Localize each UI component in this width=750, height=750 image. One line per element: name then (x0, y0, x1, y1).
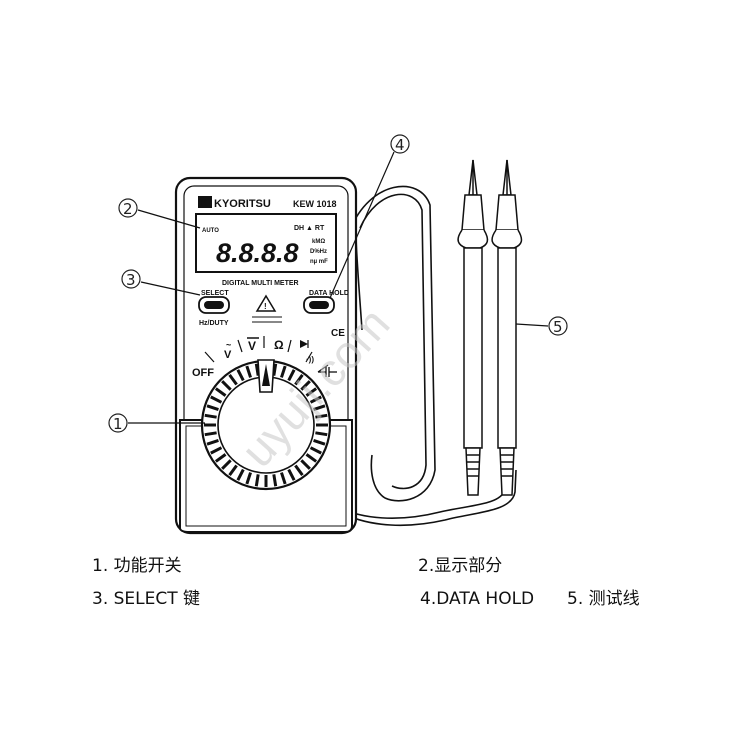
dial-labels: OFF V ~ V Ω ·)) (192, 336, 337, 379)
ce-mark: CE (331, 328, 345, 339)
test-probe-right (491, 159, 523, 496)
legend-item-4: 4.DATA HOLD (420, 589, 535, 609)
warning-icon: ! (252, 294, 282, 323)
legend-item-3: 3. SELECT 键 (92, 589, 201, 609)
continuity-icon: ·)) (306, 355, 314, 364)
diode-icon (300, 340, 308, 348)
dial-tooth (280, 472, 287, 485)
dial-tooth (210, 395, 223, 404)
panel-title: DIGITAL MULTI METER (222, 280, 299, 287)
legend-item-5: 5. 测试线 (567, 589, 640, 609)
dial-off-label: OFF (192, 367, 214, 379)
dial-tooth (294, 464, 304, 477)
data-hold-label: DATA HOLD (309, 290, 349, 297)
data-hold-button[interactable]: DATA HOLD (303, 290, 349, 314)
callout-3: 3 (121, 269, 201, 296)
model-number: KEW 1018 (293, 199, 337, 209)
dial-tooth (300, 380, 311, 391)
legend-item-2: 2.显示部分 (418, 556, 503, 576)
dial-tooth (221, 459, 232, 470)
brand-name: KYORITSU (214, 198, 271, 210)
callout-2: 2 (118, 198, 201, 229)
dial-tooth (313, 439, 326, 446)
lcd-units-2: D%Hz (310, 249, 327, 255)
select-button[interactable]: SELECT Hz/DUTY (198, 290, 230, 327)
dial-ac-v-label: V (224, 349, 232, 361)
dial-tooth (272, 474, 278, 487)
select-sub-label: Hz/DUTY (199, 320, 229, 327)
dial-tooth (309, 395, 322, 404)
dial-tooth (315, 413, 328, 419)
dial-tooth (214, 387, 227, 397)
dial-tooth (305, 387, 318, 397)
svg-text:1: 1 (113, 415, 123, 433)
dial-tooth (210, 446, 223, 455)
test-probe-left (457, 159, 489, 496)
svg-text:K: K (201, 198, 208, 208)
callout-4: 4 (329, 134, 410, 299)
dial-tooth (245, 472, 252, 485)
dial-grip-teeth (204, 363, 328, 487)
dial-tooth (204, 413, 217, 419)
legend-item-1: 1. 功能开关 (92, 556, 182, 576)
dial-tooth (228, 373, 238, 386)
dial-tooth (315, 431, 328, 437)
dial-tooth (272, 363, 278, 376)
dial-tooth (221, 380, 232, 391)
capacitor-icon (318, 367, 337, 377)
dial-tooth (254, 474, 260, 487)
dial-dc-v-label: V (248, 339, 256, 353)
lcd-units-3: nµ mF (310, 259, 328, 265)
svg-text:!: ! (264, 302, 267, 311)
dial-tooth (287, 468, 296, 481)
dial-tooth (214, 453, 227, 463)
brand-logo: K KYORITSU (198, 196, 271, 210)
dial-tooth (294, 373, 304, 386)
lcd-display: AUTO DH ▲ RT 8.8.8.8 kMΩ D%Hz nµ mF (195, 213, 337, 273)
lcd-units-1: kMΩ (312, 239, 325, 245)
dial-tooth (236, 369, 245, 382)
dial-tooth (300, 459, 311, 470)
callout-1: 1 (108, 413, 205, 433)
svg-text:5: 5 (553, 318, 563, 336)
svg-text:4: 4 (395, 136, 405, 154)
dial-tooth (254, 363, 260, 376)
svg-text:3: 3 (126, 271, 136, 289)
lcd-indicators: DH ▲ RT (294, 225, 325, 232)
dial-tooth (280, 365, 287, 378)
select-label: SELECT (201, 290, 229, 297)
callout-5: 5 (515, 316, 568, 336)
dial-tooth (287, 369, 296, 382)
function-switch-dial[interactable] (200, 359, 332, 491)
dial-tooth (206, 439, 219, 446)
lcd-auto-indicator: AUTO (202, 228, 219, 234)
dial-tooth (204, 431, 217, 437)
dial-tooth (245, 365, 252, 378)
dial-ohm-label: Ω (274, 338, 284, 352)
dial-tooth (236, 468, 245, 481)
svg-text:2: 2 (123, 200, 133, 218)
dial-tooth (313, 404, 326, 411)
dial-tooth (206, 404, 219, 411)
dial-tooth (228, 464, 238, 477)
dial-tooth (309, 446, 322, 455)
svg-text:~: ~ (226, 340, 231, 350)
dial-tooth (305, 453, 318, 463)
lcd-digits: 8.8.8.8 (216, 238, 299, 268)
